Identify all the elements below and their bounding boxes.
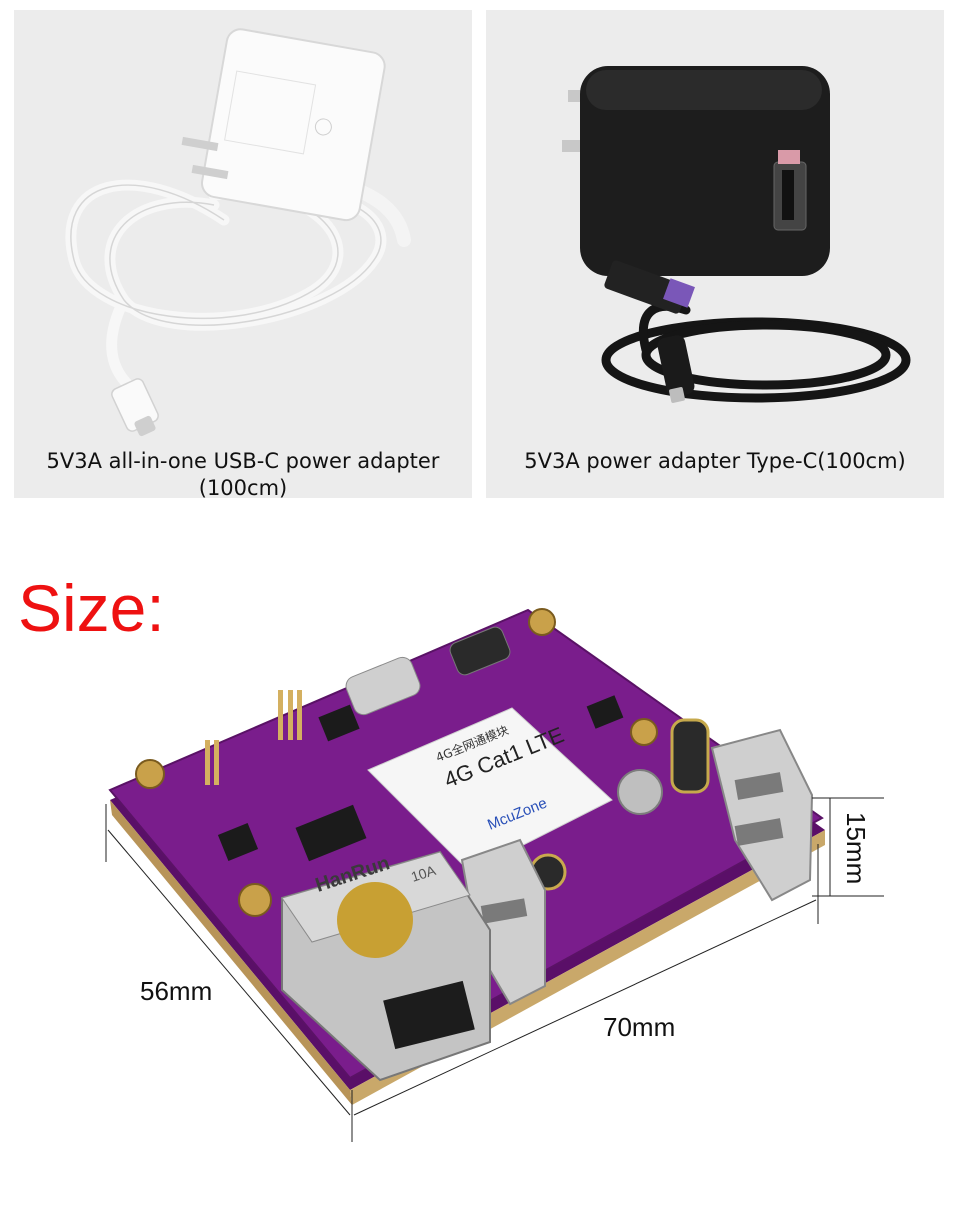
product-card-black-adapter: 5V3A power adapter Type-C(100cm) [486, 10, 944, 498]
white-usb-c-adapter-image [65, 28, 411, 437]
product-caption: 5V3A power adapter Type-C(100cm) [524, 449, 906, 473]
product-card-white-adapter: 5V3A all-in-one USB-C power adapter (100… [14, 10, 472, 500]
pcb-board-dimension-diagram: 4G Cat1 LTE 4G全网通模块 McuZone HanRun 10A [105, 608, 884, 1142]
black-usb-adapter-image [562, 66, 911, 403]
dimension-height-label: 15mm [841, 812, 871, 885]
size-section-title: Size: [18, 571, 165, 645]
dimension-width-label: 56mm [140, 976, 213, 1006]
rj45-model-label: 10A [409, 862, 438, 885]
dimension-length-label: 70mm [603, 1012, 676, 1042]
product-caption: 5V3A all-in-one USB-C power adapter (100… [46, 449, 440, 500]
